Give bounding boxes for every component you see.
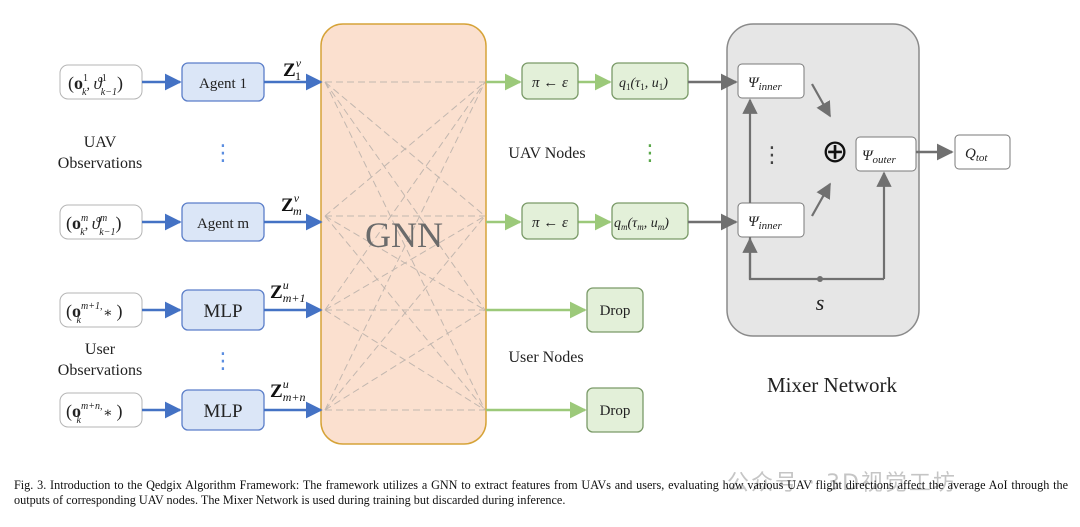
psi-ellipsis: ⋮ <box>761 143 783 168</box>
svg-text:Agent m: Agent m <box>197 216 249 232</box>
svg-text:Ψinner: Ψinner <box>748 214 782 232</box>
policy-box-1: π ← ε <box>521 62 579 100</box>
arrow-psi-top-oplus <box>811 83 831 118</box>
svg-text:Drop: Drop <box>600 303 631 319</box>
arrow-psi-bottom-oplus <box>811 182 831 217</box>
drop-box-1: Drop <box>586 287 644 333</box>
uav-observations-label: UAV <box>84 134 117 151</box>
agent-1-box: Agent 1 <box>181 62 265 102</box>
mlp-ellipsis: ⋮ <box>212 349 234 374</box>
svg-text:π ← ε: π ← ε <box>532 215 568 231</box>
mixer-network-label: Mixer Network <box>767 373 898 397</box>
psi-inner-bottom: Ψinner <box>737 202 805 238</box>
oplus-icon: ⊕ <box>822 132 849 170</box>
s-label: s <box>816 290 825 315</box>
q-ellipsis: ⋮ <box>639 141 661 166</box>
agent-m-box: Agent m <box>181 202 265 242</box>
gnn-block <box>320 23 487 445</box>
qm-box: qm(τm, um) <box>611 202 689 240</box>
psi-outer-box: Ψouter <box>855 136 917 172</box>
input-user-n: (om+n,k∗) <box>59 392 143 428</box>
uav-nodes-label: UAV Nodes <box>508 145 585 162</box>
svg-text:Drop: Drop <box>600 403 631 419</box>
svg-text:qm(τm, um): qm(τm, um) <box>614 216 669 232</box>
mixer-network-box <box>726 23 920 337</box>
svg-text:MLP: MLP <box>203 401 242 422</box>
uav-observations-label-2: Observations <box>58 155 142 172</box>
watermark: 公众号 · 3D视觉工坊 <box>727 471 957 496</box>
s-junction <box>817 276 823 282</box>
drop-box-2: Drop <box>586 387 644 433</box>
gnn-edges <box>324 81 486 411</box>
mlp-n-box: MLP <box>181 389 265 431</box>
psi-inner-top: Ψinner <box>737 63 805 99</box>
user-observations-label: User <box>85 341 116 358</box>
svg-text:MLP: MLP <box>203 301 242 322</box>
gnn-label: GNN <box>365 215 443 255</box>
input-user-1: (om+1,k∗) <box>59 292 143 328</box>
svg-text:q1(τ1, u1): q1(τ1, u1) <box>619 76 668 92</box>
svg-text:Qtot: Qtot <box>965 146 988 164</box>
policy-box-m: π ← ε <box>521 202 579 240</box>
q1-box: q1(τ1, u1) <box>611 62 689 100</box>
user-nodes-label: User Nodes <box>508 349 583 366</box>
svg-text:Ψouter: Ψouter <box>862 148 896 166</box>
svg-text:Agent 1: Agent 1 <box>199 76 247 92</box>
mlp-1-box: MLP <box>181 289 265 331</box>
user-observations-label-2: Observations <box>58 362 142 379</box>
figure-caption: Fig. 3. Introduction to the Qedgix Algor… <box>14 478 1068 507</box>
qtot-box: Qtot <box>954 134 1011 170</box>
agent-ellipsis: ⋮ <box>212 141 234 166</box>
svg-text:Ψinner: Ψinner <box>748 75 782 93</box>
svg-text:π ← ε: π ← ε <box>532 75 568 91</box>
